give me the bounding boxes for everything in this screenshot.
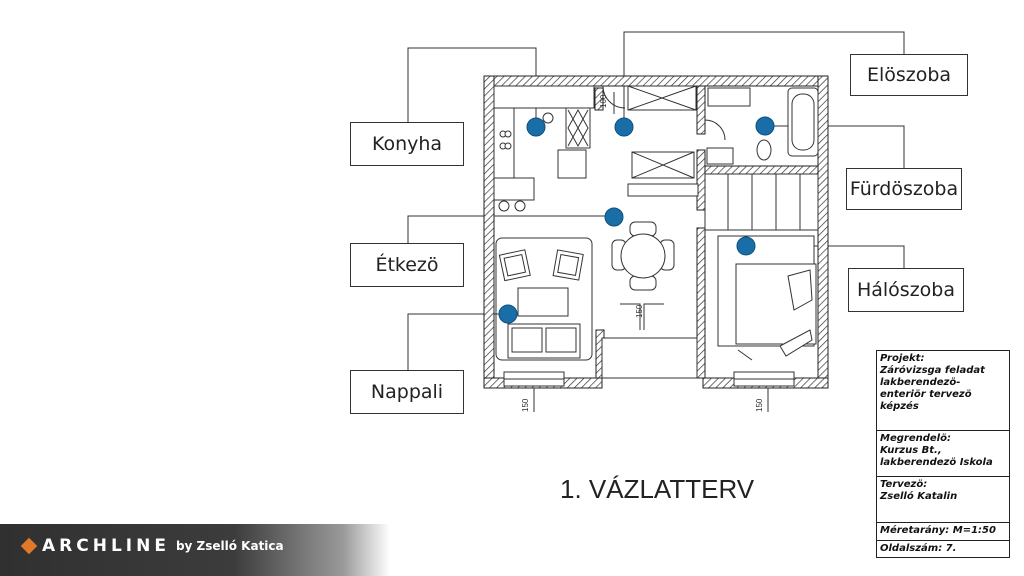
room-label-eloszoba: Elöszoba (850, 54, 968, 96)
room-label-konyha-text: Konyha (371, 133, 443, 155)
title-block-tervezo: Tervezö: Zselló Katalin (877, 477, 1009, 523)
bathroom-fixtures (706, 87, 819, 165)
tervezo-name: Zselló Katalin (880, 491, 958, 502)
room-markers (498, 116, 775, 324)
title-block-scale: Méretarány: M=1:50 (877, 523, 1009, 541)
megrendelo-label: Megrendelö: (880, 433, 951, 444)
room-label-nappali: Nappali (350, 370, 464, 414)
title-block-megrendelo: Megrendelö: Kurzus Bt., lakberendezö Isk… (877, 431, 1009, 477)
marker-etkezo (604, 207, 624, 227)
room-label-haloszoba-text: Hálószoba (856, 279, 956, 301)
megrendelo-line: Kurzus Bt., (880, 445, 942, 456)
page-number-text: Oldalszám: 7. (880, 543, 957, 554)
interior-walls (595, 85, 819, 379)
marker-furdoszoba (755, 116, 775, 136)
title-block: Projekt: Záróvizsga feladat lakberendezö… (876, 350, 1010, 558)
windows (503, 371, 795, 387)
projekt-line: enteriör tervezö (880, 389, 972, 400)
room-label-etkezo-text: Étkezö (375, 254, 439, 276)
room-label-etkezo: Étkezö (350, 243, 464, 287)
dining-set (611, 221, 675, 330)
projekt-line: képzés (880, 401, 919, 412)
room-label-haloszoba: Hálószoba (848, 268, 964, 312)
room-label-furdoszoba: Fürdöszoba (846, 168, 962, 210)
hall-furniture (602, 85, 726, 197)
archline-diamond-icon (20, 537, 38, 555)
title-block-page: Oldalszám: 7. (877, 541, 1009, 557)
megrendelo-line: lakberendezö Iskola (880, 457, 993, 468)
tervezo-label: Tervezö: (880, 479, 928, 490)
kitchen-furniture (493, 85, 595, 212)
sheet-title: 1. VÁZLATTERV (560, 474, 755, 504)
bedroom-furniture (704, 173, 819, 361)
dim-window-left: 150 (521, 398, 530, 412)
room-label-eloszoba-text: Elöszoba (866, 64, 952, 86)
marker-nappali (498, 304, 518, 324)
marker-eloszoba (614, 117, 634, 137)
dim-window-right: 150 (755, 398, 764, 412)
dim-entry-door: 100 (599, 94, 608, 108)
room-label-nappali-text: Nappali (370, 381, 444, 403)
marker-konyha (526, 117, 546, 137)
scale-text: Méretarány: M=1:50 (880, 525, 996, 536)
living-furniture (495, 237, 593, 361)
brand-byline: by Zselló Katica (175, 539, 284, 553)
footer-bar (0, 524, 390, 576)
brand-name: ARCHLINE (42, 536, 170, 556)
room-label-furdoszoba-text: Fürdöszoba (849, 178, 959, 200)
projekt-line: Záróvizsga feladat (880, 365, 985, 376)
title-block-projekt: Projekt: Záróvizsga feladat lakberendezö… (877, 351, 1009, 431)
marker-haloszoba (736, 236, 756, 256)
dimension-ticks (533, 92, 769, 412)
projekt-line: lakberendezö- (880, 377, 961, 388)
archline-logo: ARCHLINE by Zselló Katica (20, 536, 284, 556)
projekt-label: Projekt: (880, 353, 925, 364)
room-label-konyha: Konyha (350, 122, 464, 166)
